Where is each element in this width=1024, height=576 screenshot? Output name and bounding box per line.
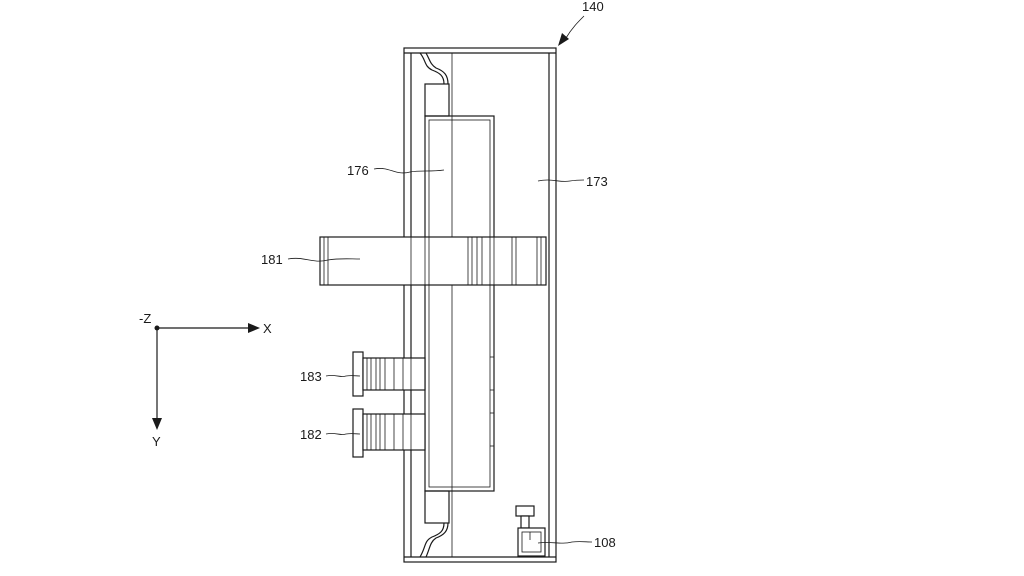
axes-indicator — [152, 323, 260, 430]
y-arrow-icon — [152, 418, 162, 430]
axis-y-label: Y — [152, 434, 161, 449]
leader-lines — [287, 15, 593, 544]
label-176: 176 — [347, 163, 369, 178]
top-bracket — [419, 52, 450, 117]
label-108: 108 — [594, 535, 616, 550]
label-181: 181 — [261, 252, 283, 267]
label-183: 183 — [300, 369, 322, 384]
axis-x-label: X — [263, 321, 272, 336]
horizontal-bar — [319, 236, 547, 286]
bottom-bracket — [419, 490, 450, 558]
axis-origin-label: -Z — [139, 311, 151, 326]
label-173: 173 — [586, 174, 608, 189]
label-140: 140 — [582, 0, 604, 14]
x-arrow-icon — [248, 323, 260, 333]
housing-outer — [403, 47, 557, 563]
connector-upper — [352, 351, 426, 397]
connector-lower — [352, 408, 426, 458]
inner-carrier — [424, 115, 495, 492]
origin-dot — [154, 325, 160, 331]
label-182: 182 — [300, 427, 322, 442]
component-108 — [515, 505, 546, 557]
arrow-140-head — [558, 33, 569, 46]
